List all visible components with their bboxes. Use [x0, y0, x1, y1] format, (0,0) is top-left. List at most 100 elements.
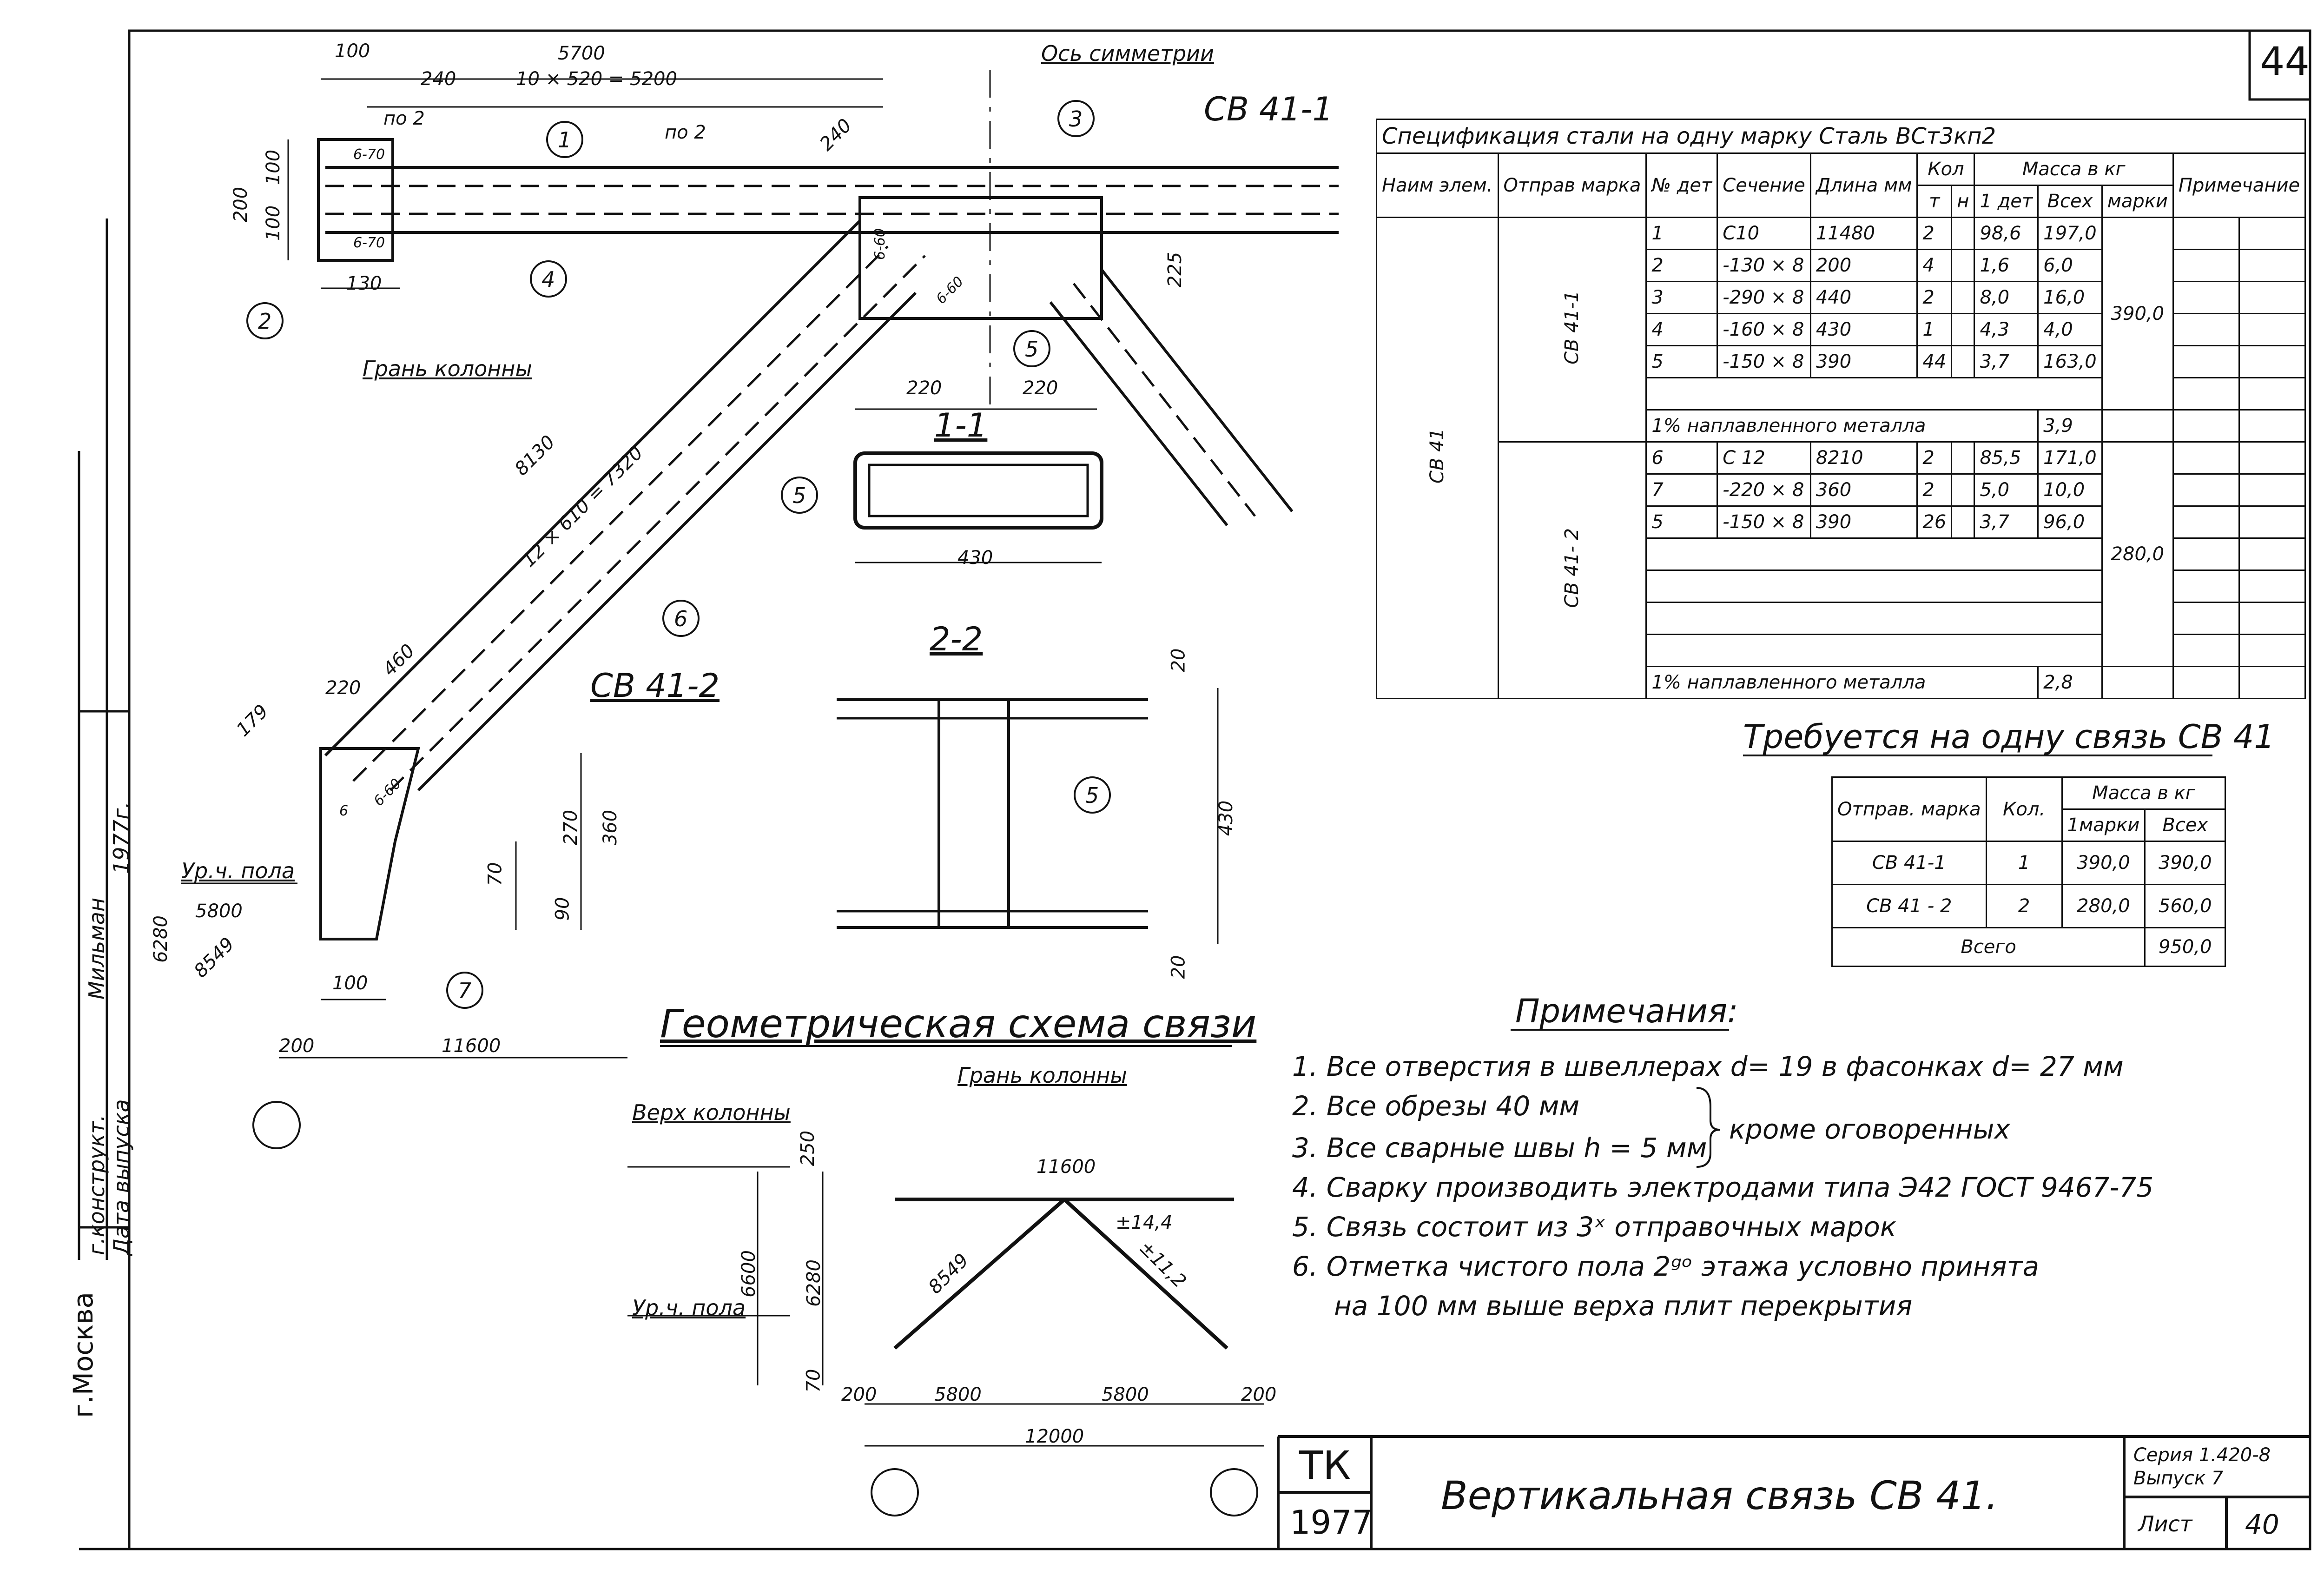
callout-number: 3 [1069, 106, 1083, 132]
spec-title: Спецификация стали на одну марку Сталь В… [1375, 119, 2306, 154]
dim-text: 20 [1168, 648, 1189, 672]
spec-cell: 4,3 [1974, 313, 2039, 346]
diagonal-left-hidden [352, 245, 889, 782]
spec-header: Кол [1916, 152, 1975, 186]
spec-cell: 5,0 [1974, 473, 2039, 507]
dim-text: 430 [1215, 800, 1237, 836]
spec-cell: 171,0 [2037, 441, 2103, 475]
spec-cell [1951, 441, 1975, 475]
schema-face-label: Грань колонны [957, 1063, 1127, 1088]
spec-group1-mark-text: СВ 41-1 [1561, 290, 1583, 364]
spec-cell: 96,0 [2037, 505, 2103, 539]
spec-cell: 3,7 [1974, 505, 2039, 539]
spec-cell [1951, 473, 1975, 507]
floor-level-label: Ур.ч. пола [181, 858, 295, 883]
spec-cell: 163,0 [2037, 345, 2103, 378]
dim-text: 220 [1023, 377, 1058, 399]
title-block-year: 1977 [1290, 1503, 1373, 1542]
dim-text: по 2 [383, 108, 425, 129]
callout-number: 2 [258, 309, 272, 334]
spec-cell [2172, 666, 2240, 699]
spec-header: Наим элем. [1376, 152, 1499, 218]
title-block-series: Серия 1.420-8 [2133, 1444, 2271, 1466]
spec-cell: 85,5 [1974, 441, 2039, 475]
spec-cell: -150 × 8 [1717, 505, 1811, 539]
dim-text: 100 [332, 973, 368, 994]
spec-cell [2238, 666, 2306, 699]
spec-cell: 390 [1809, 505, 1918, 539]
spec-cell: 2 [1916, 473, 1953, 507]
required-total-label: Всего [1831, 927, 2146, 967]
callout-number: 5 [1085, 783, 1099, 808]
spec-cell [2172, 441, 2240, 475]
dim-text: 10 × 520 = 5200 [516, 68, 677, 90]
spec-weld-mass: 3,9 [2037, 409, 2103, 443]
callout-circle [546, 121, 583, 158]
floor-level-label-2: Ур.ч. пола [632, 1295, 746, 1320]
section-2-2-label: 2-2 [930, 620, 983, 658]
mark-label: СВ 41-1 [1204, 90, 1334, 128]
spec-group2-mark: СВ 41- 2 [1497, 441, 1647, 699]
callout-circle [1013, 330, 1050, 367]
spec-cell [2172, 377, 2240, 411]
spec-cell [1951, 505, 1975, 539]
spec-cell: 4 [1916, 249, 1953, 282]
required-cell: СВ 41-1 [1831, 841, 1987, 885]
schema-title: Геометрическая схема связи [660, 1001, 1257, 1046]
stamp-issue-date: Дата выпуска [109, 1099, 134, 1255]
spec-cell [1645, 569, 2103, 603]
spec-cell: 3 [1645, 281, 1718, 314]
axis-marker [1210, 1468, 1258, 1516]
schema-diagonal-left [893, 1198, 1066, 1350]
spec-header: н [1951, 185, 1975, 218]
spec-weld-label: 1% наплавленного металла [1645, 666, 2039, 699]
title-block-title: Вертикальная связь СВ 41. [1441, 1473, 1998, 1518]
required-cell: 280,0 [2061, 884, 2146, 928]
sheet-number: 44 [2260, 39, 2310, 84]
spec-cell: 197,0 [2037, 217, 2103, 250]
dim-text: 100 [335, 40, 370, 62]
notes-brace-text: кроме оговоренных [1729, 1113, 2010, 1145]
spec-cell: -130 × 8 [1717, 249, 1811, 282]
schema-dim-text: 6600 [738, 1250, 759, 1298]
spec-cell: -150 × 8 [1717, 345, 1811, 378]
spec-cell [2238, 634, 2306, 667]
spec-header: Длина мм [1809, 152, 1918, 218]
spec-cell [2238, 313, 2306, 346]
diagonal-right-hidden [1073, 283, 1256, 517]
dim-text: 11600 [442, 1035, 501, 1057]
plate-text: 6-70 [353, 146, 385, 163]
stamp-designer: г.конструкт. [84, 1114, 109, 1255]
spec-cell [2238, 441, 2306, 475]
spec-cell [2238, 217, 2306, 250]
callout-number: 1 [558, 127, 572, 152]
callout-number: 4 [541, 267, 555, 292]
spec-cell: 2 [1645, 249, 1718, 282]
column-face-label: Грань колонны [363, 356, 532, 381]
dim-text: 6280 [150, 915, 172, 963]
spec-cell: 2 [1916, 441, 1953, 475]
spec-cell: С 12 [1717, 441, 1811, 475]
spec-cell: 200 [1809, 249, 1918, 282]
callout-circle [662, 600, 700, 637]
spec-cell: -160 × 8 [1717, 313, 1811, 346]
schema-dim-text: 11600 [1037, 1156, 1096, 1178]
title-block-sheet-label: Лист [2138, 1511, 2192, 1536]
plate-text: 6-70 [353, 235, 385, 251]
spec-cell: 360 [1809, 473, 1918, 507]
spec-cell [1645, 537, 2103, 571]
required-cell: 560,0 [2144, 884, 2226, 928]
spec-cell [2101, 409, 2174, 443]
spec-cell [2172, 217, 2240, 250]
spec-cell [2172, 602, 2240, 635]
axis-marker [871, 1468, 919, 1516]
dim-text: 270 [560, 809, 582, 846]
spec-mark-mass: 280,0 [2101, 441, 2174, 667]
title-block-issue: Выпуск 7 [2133, 1468, 2224, 1489]
diagonal-left [324, 219, 861, 757]
required-cell: 2 [1985, 884, 2063, 928]
required-title: Требуется на одну связь СВ 41 [1743, 718, 2275, 756]
spec-header: Сечение [1717, 152, 1811, 218]
spec-cell [2172, 505, 2240, 539]
